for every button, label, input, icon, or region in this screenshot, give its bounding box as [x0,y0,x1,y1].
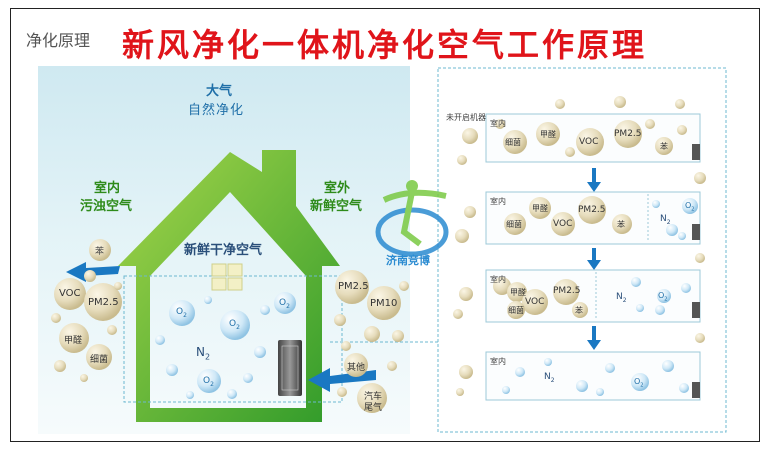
process-outer-bubbles [453,96,706,396]
indoor-label: 室内 [94,181,121,196]
pollutant-pm25: PM2.5 [88,297,119,308]
outdoor-pm25: PM2.5 [338,281,369,292]
stage1-pm25: PM2.5 [614,129,642,139]
indoor-o2-1: O2 [176,307,187,319]
exhaust-line1: 汽车 [364,392,383,402]
clean-air-label: 新鲜干净空气 [184,243,263,258]
stage1-bubbles [495,119,687,157]
indoor-o2-2: O2 [229,319,240,331]
watermark-logo [375,180,449,257]
left-pollutant-bubbles [51,239,122,382]
room-outline [123,275,343,403]
stage1-indoor: 室内 [490,119,506,128]
atmosphere-label: 大气 [206,84,233,99]
air-purifier-machine [278,340,302,396]
stage2-pm25: PM2.5 [578,205,606,215]
stage3-n2: N2 [616,292,627,304]
main-title: 新风净化一体机净化空气工作原理 [122,26,648,64]
indoor-o2-3: O2 [279,298,290,310]
indoor-o2-4: O2 [203,376,214,388]
fresh-air-label: 新鲜空气 [310,199,363,214]
pollutant-voc: VOC [59,288,81,299]
watermark-text: 济南竞博 [386,254,430,267]
stage3-benzene: 苯 [575,306,583,315]
pollutant-benzene: 苯 [95,247,105,257]
stage3-formaldehyde: 甲醛 [510,288,526,297]
section-label: 净化原理 [26,31,91,50]
stage2-o2: O2 [685,201,695,213]
stage4-bubbles [502,358,689,396]
house-outline [118,150,340,422]
stage2-bacteria: 细菌 [506,220,522,229]
stage3-bacteria: 细菌 [508,306,524,315]
stage3-bubbles [493,277,691,319]
stage2-n2: N2 [660,214,671,226]
pollutant-bacteria: 细菌 [90,355,109,365]
stage4-indoor: 室内 [490,357,506,366]
dirty-air-label: 污浊空气 [80,199,133,214]
stage4-n2: N2 [544,372,555,384]
stage3-pm25: PM2.5 [553,286,581,296]
stage3-voc: VOC [525,297,545,307]
outdoor-label: 室外 [324,181,351,196]
outdoor-other: 其他 [347,363,366,373]
pollutant-formaldehyde: 甲醛 [64,336,83,346]
stage2-formaldehyde: 甲醛 [532,204,548,213]
process-arrows [587,168,601,350]
stage2-bubbles [504,196,698,240]
exhaust-line2: 尾气 [364,403,383,413]
stage1-benzene: 苯 [660,142,668,151]
duct-machines [692,144,700,398]
window-icon [211,263,243,291]
natural-purify-label: 自然净化 [188,103,245,118]
stage3-o2: O2 [658,291,668,303]
outdoor-pm10: PM10 [370,298,398,309]
indoor-oxygen-bubbles [155,292,296,399]
process-panel [437,67,727,433]
stage1-bacteria: 细菌 [505,138,521,147]
right-pollutant-bubbles [334,270,409,413]
machine-off-label: 未开启机器 [446,113,486,122]
stage1-voc: VOC [579,137,599,147]
stage2-voc: VOC [553,219,573,229]
stage2-indoor: 室内 [490,197,506,206]
stage4-o2: O2 [634,377,644,389]
stage2-benzene: 苯 [617,220,625,229]
stage3-indoor: 室内 [490,275,506,284]
stage1-formaldehyde: 甲醛 [540,130,556,139]
indoor-n2: N2 [196,345,211,362]
